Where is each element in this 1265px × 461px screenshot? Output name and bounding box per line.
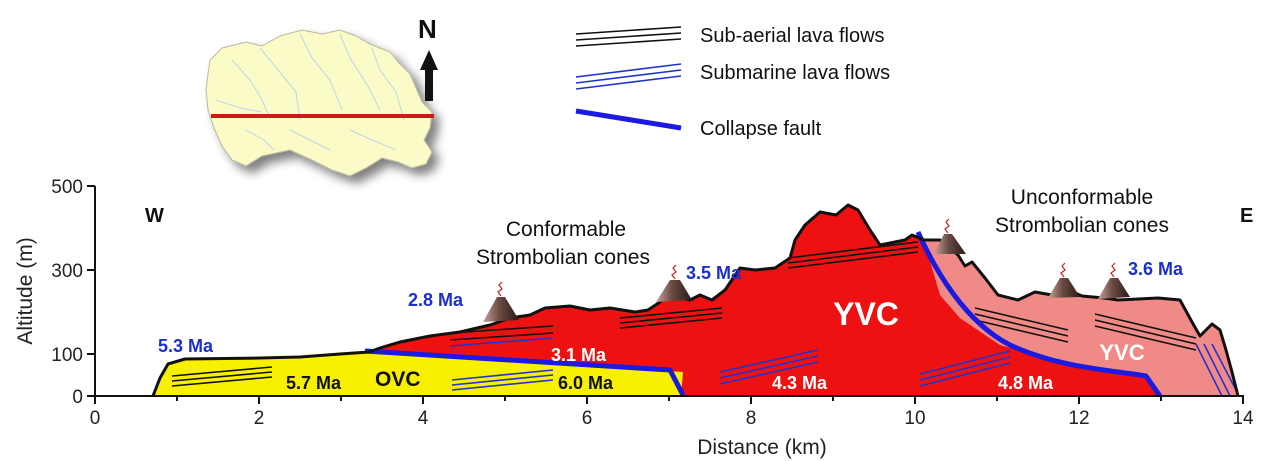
collapse-faults [364, 230, 1163, 398]
y-tick-marks [87, 185, 95, 397]
east-label: E [1240, 205, 1253, 227]
legend-subaerial-label: Sub-aerial lava flows [700, 25, 885, 47]
x-tick-label: 6 [582, 408, 593, 429]
arrow-up-icon [420, 50, 438, 70]
cone-icon [1098, 262, 1130, 299]
unconformable-label-line1: Unconformable [1011, 186, 1153, 209]
x-tick-label: 10 [904, 408, 925, 429]
island-outline [205, 29, 433, 177]
conformable-label-line2: Strombolian cones [476, 246, 650, 269]
age-label: 5.3 Ma [158, 336, 214, 356]
x-tick-labels: 0 2 4 6 8 10 12 14 [90, 408, 1254, 429]
age-label: 5.7 Ma [286, 373, 342, 393]
ovc-unit [153, 352, 683, 396]
topographic-profile [151, 203, 1240, 397]
x-tick-marks [94, 396, 1244, 404]
ovc-label: OVC [375, 368, 421, 391]
y-axis-title: Altitude (m) [14, 237, 37, 344]
submarine-flows [449, 337, 1237, 397]
x-tick-label: 4 [418, 408, 429, 429]
x-axis-title: Distance (km) [697, 436, 827, 459]
y-tick-label: 100 [51, 345, 83, 366]
legend-fault-label: Collapse fault [700, 118, 822, 140]
subaerial-flows [171, 241, 1197, 387]
age-label: 4.8 Ma [998, 373, 1054, 393]
y-tick-label: 300 [51, 261, 83, 282]
yvc-east-label: YVC [1099, 340, 1144, 365]
x-tick-label: 0 [90, 408, 101, 429]
age-label: 3.6 Ma [1128, 259, 1184, 279]
legend-submarine-swatch [575, 63, 682, 90]
west-label: W [145, 205, 164, 227]
x-tick-label: 12 [1068, 408, 1089, 429]
legend: Sub-aerial lava flows Submarine lava flo… [575, 25, 890, 140]
north-arrow: N [418, 14, 438, 101]
y-tick-label: 0 [72, 387, 83, 408]
yvc-main-label: YVC [833, 296, 899, 332]
y-tick-labels: 0 100 300 500 [51, 177, 83, 408]
yvc-east-unit [924, 240, 1238, 396]
location-map [205, 29, 434, 177]
north-label: N [418, 14, 437, 44]
cone-icon [934, 218, 966, 254]
cone-icon [656, 264, 692, 302]
unconformable-label-line2: Strombolian cones [995, 214, 1169, 237]
map-streams [215, 33, 405, 151]
cone-icon [483, 281, 519, 322]
conformable-label-line1: Conformable [506, 218, 626, 241]
y-tick-label: 500 [51, 177, 83, 198]
age-label: 6.0 Ma [558, 373, 614, 393]
x-tick-label: 2 [254, 408, 265, 429]
x-tick-label: 8 [746, 408, 757, 429]
cross-section [151, 203, 1240, 398]
legend-subaerial-swatch [575, 26, 682, 47]
age-label: 3.5 Ma [686, 263, 742, 283]
x-tick-label: 14 [1232, 408, 1254, 429]
age-label: 4.3 Ma [772, 373, 828, 393]
legend-submarine-label: Submarine lava flows [700, 62, 890, 84]
age-label: 3.1 Ma [551, 345, 607, 365]
yvc-main-unit [369, 205, 1160, 396]
strombolian-cones [483, 218, 1130, 322]
axes [87, 185, 1244, 404]
cone-icon [1048, 262, 1080, 298]
age-label: 2.8 Ma [408, 290, 464, 310]
legend-fault-swatch [575, 108, 682, 131]
